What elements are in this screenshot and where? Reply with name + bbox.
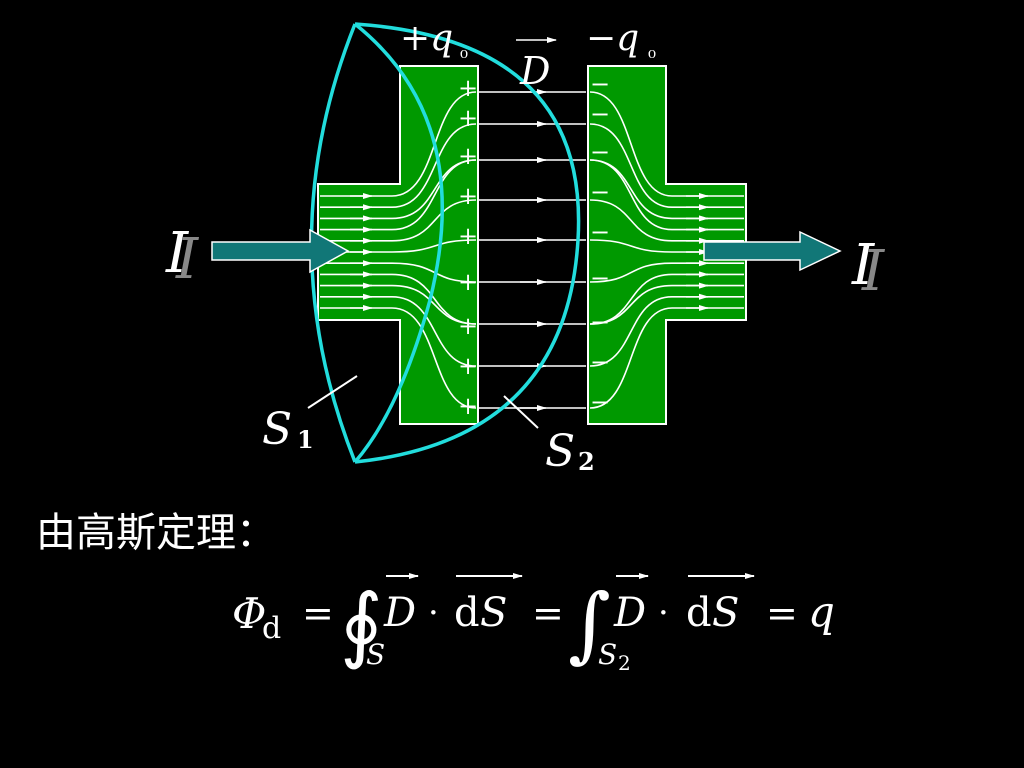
gauss-formula: Φ d = ∮ S D · d S = ∫ S 2 D · d S = q [232, 573, 835, 675]
current-right-label: I [851, 233, 876, 298]
minus-sign: − [590, 308, 610, 336]
current-arrow-right [703, 230, 842, 272]
formula-d2: D [613, 590, 646, 636]
formula-s-1: S [480, 590, 507, 636]
formula-oint: ∮ [340, 577, 383, 672]
current-arrow-left [211, 228, 350, 274]
formula-sub-s2-digit: 2 [618, 651, 631, 675]
formula-d-1: d [454, 590, 480, 636]
minus-sign: − [590, 218, 610, 246]
formula-dot1: · [428, 593, 439, 633]
current-line [320, 296, 477, 367]
current-line [320, 262, 477, 283]
minus-sign: − [590, 264, 610, 292]
plus-charge-label: +q [400, 18, 453, 59]
current-line [589, 284, 744, 325]
d-field-arrows [478, 89, 586, 411]
current-line [320, 91, 477, 197]
current-line [320, 199, 477, 242]
surface1-sub: 1 [297, 425, 314, 454]
formula-phi-sub: d [262, 611, 281, 646]
plus-charge-sub: ₀ [460, 39, 468, 63]
current-left-shadow: I [175, 227, 200, 292]
current-line [589, 91, 744, 197]
current-line [589, 239, 744, 253]
right-plate [587, 65, 747, 425]
formula-sub-s: S [366, 638, 385, 671]
plus-sign: + [458, 392, 478, 420]
plus-charges: +++++++++ [458, 74, 478, 420]
formula-eq1: = [302, 591, 334, 635]
plus-sign: + [458, 312, 478, 340]
formula-s-2: S [712, 590, 739, 636]
formula-d-2: d [686, 590, 712, 636]
minus-sign: − [590, 178, 610, 206]
current-line [320, 123, 477, 208]
formula-phi: Φ [232, 589, 266, 638]
current-line [320, 239, 477, 253]
formula-sub-s2: S [598, 638, 617, 671]
plus-sign: + [458, 182, 478, 210]
surface1-label: S [262, 404, 292, 455]
surface-s2-inner-arc [353, 22, 445, 464]
current-line [589, 307, 744, 409]
current-line [589, 199, 744, 242]
right-current-lines [589, 91, 744, 409]
plus-sign: + [458, 268, 478, 296]
minus-charge-sub: ₀ [648, 39, 656, 63]
current-line [589, 159, 744, 231]
minus-charges: −−−−−−−−− [590, 70, 610, 416]
formula-dot2: · [658, 593, 669, 633]
minus-sign: − [590, 138, 610, 166]
d-vector-label: D [519, 49, 550, 93]
current-left-label: I [165, 221, 190, 286]
formula-int: ∫ [568, 577, 611, 672]
current-line [320, 284, 477, 325]
minus-sign: − [590, 348, 610, 376]
current-right-shadow: I [861, 239, 886, 304]
current-line [589, 296, 744, 367]
current-line [320, 307, 477, 409]
formula-eq2: = [532, 591, 564, 635]
minus-sign: − [590, 388, 610, 416]
plus-sign: + [458, 142, 478, 170]
minus-sign: − [590, 70, 610, 98]
formula-eq3: = [766, 591, 798, 635]
left-plate [317, 65, 479, 425]
heading: 由高斯定理： [36, 510, 276, 556]
current-line [320, 159, 477, 231]
plus-sign: + [458, 222, 478, 250]
plus-sign: + [458, 352, 478, 380]
s1-pointer [307, 375, 358, 409]
minus-charge-label: −q [586, 18, 639, 59]
plus-sign: + [458, 104, 478, 132]
plus-sign: + [458, 74, 478, 102]
surface-s2 [354, 22, 581, 464]
formula-d1: D [383, 590, 416, 636]
current-line [589, 262, 744, 283]
minus-sign: − [590, 100, 610, 128]
formula-q: q [808, 587, 835, 636]
current-line [589, 123, 744, 208]
surface2-label: S [545, 426, 575, 477]
s2-pointer [503, 395, 539, 429]
surface2-sub: 2 [578, 447, 595, 476]
